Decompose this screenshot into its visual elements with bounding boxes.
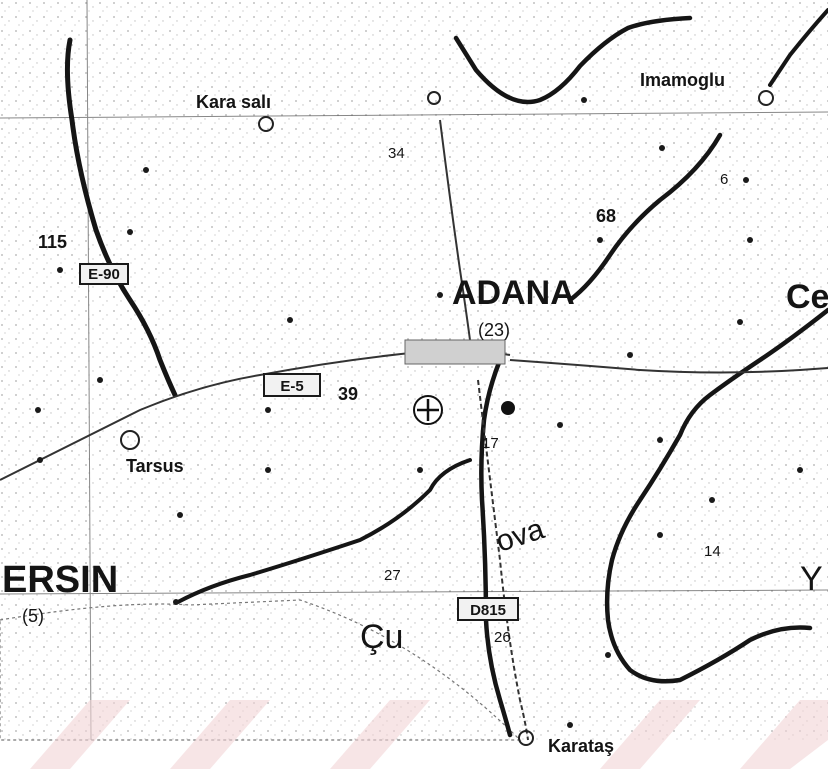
- coastline: [0, 599, 522, 741]
- map-grid: [0, 0, 828, 741]
- road-sign-e90-label: E-90: [88, 266, 120, 283]
- road-north: [439, 119, 471, 341]
- city-label-karaisali: Kara salı: [196, 92, 271, 112]
- city-label-ceyhan-partial: Ce: [786, 278, 828, 316]
- edge-label-partial: Y: [800, 560, 823, 598]
- river-seyhan-to-adana: [567, 132, 723, 303]
- region-label-cukurova-left: Çu: [360, 618, 403, 656]
- river-canal-west: [176, 458, 472, 604]
- major-town-circles: [120, 90, 774, 746]
- city-label-adana: ADANA: [452, 274, 575, 312]
- airport-icon: [413, 395, 443, 425]
- road-number-115: 115: [38, 232, 67, 252]
- mersin-code: (5): [22, 606, 44, 626]
- road-number-68: 68: [596, 206, 616, 226]
- adana-code: (23): [478, 320, 510, 340]
- watermark-chevrons: [30, 700, 828, 769]
- town-markers: [35, 97, 803, 728]
- river-northeast: [768, 8, 828, 87]
- road-number-34: 34: [388, 145, 405, 162]
- road-sign-e5-label: E-5: [280, 378, 303, 395]
- road-number-17: 17: [482, 435, 499, 452]
- adana-urban-area: [404, 339, 506, 365]
- road-sign-e90: E-90: [79, 263, 129, 285]
- city-label-mersin: ERSIN: [2, 559, 118, 601]
- road-sign-d815: D815: [457, 597, 519, 621]
- terrain-texture: [0, 0, 828, 740]
- rivers: [64, 8, 828, 738]
- city-label-tarsus: Tarsus: [126, 456, 184, 476]
- adana-center-dot: [501, 401, 515, 415]
- river-tarsus: [64, 37, 178, 398]
- road-e5-east: [509, 359, 828, 374]
- road-number-14: 14: [704, 543, 721, 560]
- river-seyhan-south: [479, 357, 513, 738]
- river-seyhan-north: [453, 15, 693, 105]
- road-sign-e5: E-5: [263, 373, 321, 397]
- road-sign-d815-label: D815: [470, 602, 506, 619]
- city-label-karatas: Karataş: [548, 736, 614, 756]
- road-number-26: 26: [494, 629, 511, 646]
- road-number-39: 39: [338, 384, 358, 404]
- river-ceyhan: [604, 307, 828, 684]
- road-number-27: 27: [384, 567, 401, 584]
- city-label-imamoglu: Imamoglu: [640, 70, 725, 90]
- road-number-6: 6: [720, 171, 728, 188]
